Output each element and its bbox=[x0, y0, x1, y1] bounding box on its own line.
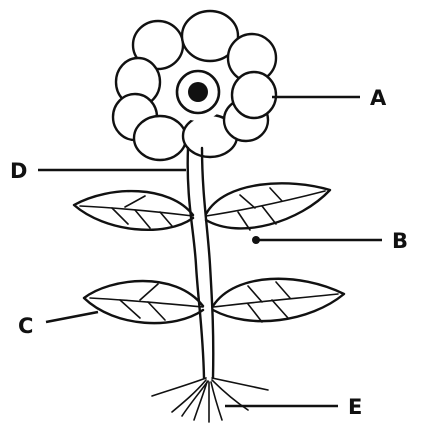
petal-bottom-left bbox=[134, 116, 186, 160]
stem-left-edge bbox=[188, 148, 204, 378]
roots bbox=[152, 378, 268, 422]
flower-center-dot bbox=[188, 82, 208, 102]
leaf-upper-right bbox=[206, 183, 330, 230]
leaf-lower-left bbox=[84, 281, 203, 323]
label-b: B bbox=[392, 229, 408, 253]
leader-line-c bbox=[46, 312, 98, 322]
leaf-upper-left bbox=[74, 191, 193, 230]
label-a: A bbox=[370, 86, 387, 110]
label-c: C bbox=[18, 314, 33, 338]
label-e: E bbox=[348, 395, 362, 419]
petal-right bbox=[232, 72, 276, 118]
leader-dot-b bbox=[252, 236, 260, 244]
leaf-lower-right bbox=[213, 279, 344, 322]
stem-right-edge bbox=[202, 148, 213, 378]
label-d: D bbox=[10, 159, 27, 183]
